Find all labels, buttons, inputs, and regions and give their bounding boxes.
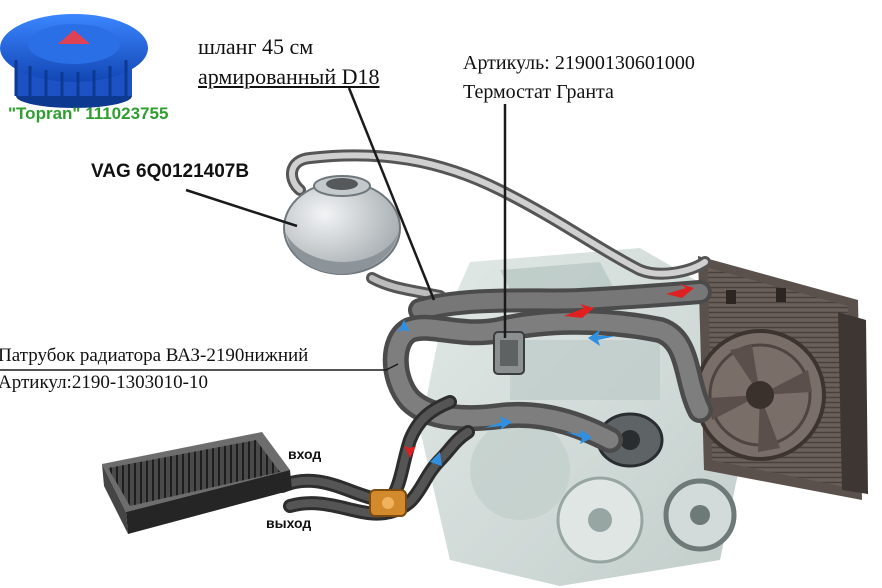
tank-cap bbox=[0, 14, 148, 108]
hoses bbox=[275, 149, 713, 521]
heater-core bbox=[102, 432, 292, 534]
water-pump bbox=[596, 412, 664, 468]
flow-arrows bbox=[398, 284, 694, 478]
thermostat-name-label: Термостат Гранта bbox=[463, 81, 614, 103]
hot-flow-arrow-icon bbox=[404, 432, 416, 458]
radiator-pipe-label: Патрубок радиатора ВАЗ-2190нижний bbox=[0, 345, 309, 366]
cold-flow-arrow-icon bbox=[588, 330, 616, 346]
cold-flow-arrow-icon bbox=[566, 430, 592, 444]
hot-flow-arrow-icon bbox=[666, 284, 694, 298]
leader-hose bbox=[347, 87, 436, 301]
cold-flow-arrow-icon bbox=[484, 416, 512, 430]
hose-label: шланг 45 см bbox=[198, 34, 314, 59]
expansion-tank-label: VAG 6Q0121407B bbox=[91, 161, 250, 182]
cold-flow-arrow-icon bbox=[428, 452, 442, 478]
thermostat-article-label: Артикуль: 21900130601000 bbox=[463, 52, 695, 74]
heater-outlet-label: выход bbox=[266, 515, 312, 531]
heater-valve bbox=[369, 489, 407, 517]
hot-flow-arrow-icon bbox=[564, 304, 594, 318]
hose-spec-label: армированный D18 bbox=[198, 64, 380, 89]
expansion-tank bbox=[283, 175, 401, 275]
cold-flow-arrow-icon bbox=[398, 320, 410, 346]
radiator-fan bbox=[694, 329, 826, 461]
leader-tank bbox=[185, 188, 298, 228]
radiator-pipe-article-label: Артикул:2190-1303010-10 bbox=[0, 372, 208, 393]
leader-lines bbox=[0, 87, 507, 371]
heater-inlet-label: вход bbox=[288, 446, 322, 462]
thermostat-housing bbox=[493, 331, 525, 375]
leader-pipe bbox=[385, 363, 399, 371]
cap-label: "Topran" 111023755 bbox=[8, 104, 169, 123]
